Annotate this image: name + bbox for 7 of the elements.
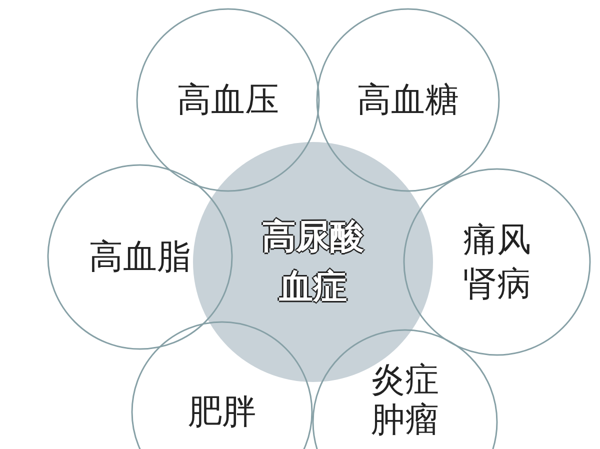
circle-label: 高血压 — [176, 79, 280, 122]
circle-label: 高尿酸血症 — [261, 216, 365, 309]
circle-label: 痛风肾病 — [462, 219, 532, 306]
circle-label: 肥胖 — [187, 391, 257, 434]
circle-label: 高血糖 — [356, 79, 460, 122]
circle-label: 高血脂 — [88, 236, 192, 279]
circle-label: 炎症肿瘤 — [370, 360, 440, 440]
